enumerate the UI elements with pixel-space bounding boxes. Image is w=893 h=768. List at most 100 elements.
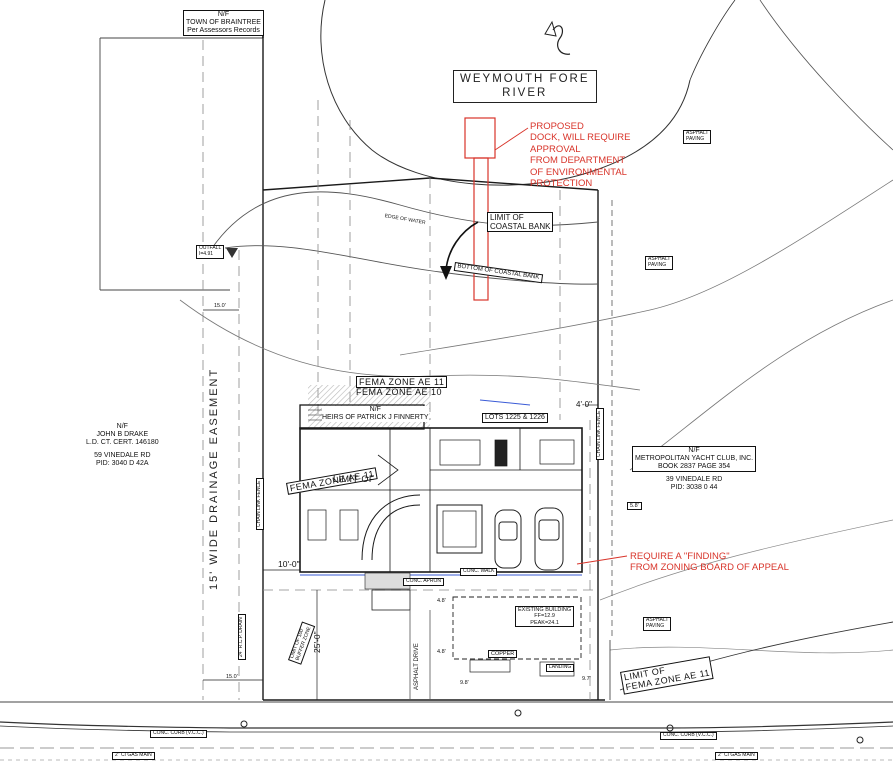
hydrant-icon <box>666 724 674 732</box>
paving-label: PAVING <box>646 622 665 629</box>
asphalt-label: ASPHALT <box>686 130 709 136</box>
shoreline <box>320 0 691 186</box>
dimension-label: 15.0' <box>226 674 238 680</box>
asphalt-label: ASPHALT <box>648 256 671 262</box>
abutter-drake: N/F JOHN B DRAKE L.D. CT. CERT. 146180 5… <box>86 423 159 468</box>
drive-label: DRIVE <box>414 643 420 662</box>
front-steps <box>371 589 411 611</box>
asphalt-paving-label: ASPHALT PAVING <box>683 130 712 144</box>
abutter-yacht-club: N/F METROPOLITAN YACHT CLUB, INC. BOOK 2… <box>632 446 757 492</box>
limit-coastal-bank-line1: LIMIT OF <box>490 213 524 222</box>
shore-contour <box>759 0 893 151</box>
asphalt-label: ASPHALT <box>414 663 420 690</box>
abutter-finnerty: N/F HEIRS OF PATRICK J FINNERTY <box>322 406 429 423</box>
finding-note-line: FROM ZONING BOARD OF APPEAL <box>630 562 789 574</box>
landing-label: LANDING <box>546 664 575 672</box>
car-icon <box>494 507 564 571</box>
existing-building <box>452 596 582 660</box>
drain-label: 24" R.C.P. DRAIN <box>238 614 246 660</box>
asphalt-drive-label: ASPHALT DRIVE <box>414 643 421 690</box>
copper-label: COPPER <box>488 650 518 659</box>
coastal-bank-arrow <box>445 221 479 271</box>
proposed-dock-walk <box>473 157 489 301</box>
abutter-pid: PID: 3038 0 44 <box>670 484 718 492</box>
abutter-note: Per Assessors Records <box>187 27 260 35</box>
river-label-line1: WEYMOUTH FORE <box>460 73 590 85</box>
existing-building-label: EXISTING BUILDING FF=12.9 PEAK=24.1 <box>515 606 575 627</box>
fema-zone-label: FEMA ZONE AE 11 <box>356 376 448 389</box>
abutter-cert: L.D. CT. CERT. 146180 <box>86 439 159 447</box>
dock-note-line: PROPOSED <box>530 121 584 132</box>
paving-label: PAVING <box>686 135 705 142</box>
paving-label: PAVING <box>648 261 667 268</box>
conc-pad-label: CONC. APRON <box>403 578 445 586</box>
contour-line <box>599 519 893 601</box>
limit-of-fema-label: LIMIT OF <box>333 474 375 484</box>
asphalt-paving-label: ASPHALT PAVING <box>643 617 672 631</box>
limit-of-label: LIMIT OF <box>333 474 375 484</box>
abutter-nf: N/F <box>369 406 381 413</box>
limit-coastal-bank-label: LIMIT OF COASTAL BANK <box>487 212 554 233</box>
existing-bldg-ff: FF=12.9 <box>534 613 555 620</box>
outfall-title: OUTFALL <box>199 245 222 251</box>
dock-note-line: APPROVAL <box>530 143 581 155</box>
dock-note-line: OF ENVIRONMENTAL <box>530 166 627 178</box>
dimension-label: 4.8' <box>437 598 446 604</box>
river-contour <box>689 0 736 81</box>
conc-curb-label: CONC. CURB (V.C.C.) <box>660 732 717 740</box>
abutter-book: BOOK 2837 PAGE 354 <box>657 463 731 471</box>
dimension-label: 25'-0" <box>312 631 322 653</box>
contour-line <box>399 179 893 356</box>
abutter-nf: N/F <box>688 447 700 454</box>
limit-coastal-bank-line2: COASTAL BANK <box>490 222 551 232</box>
dimension-label: 4'-0" <box>576 400 592 409</box>
dimension-label: 15.0' <box>214 303 226 309</box>
dimension-label: 9.7' <box>582 676 591 682</box>
abutter-name: METROPOLITAN YACHT CLUB, INC. <box>635 455 754 463</box>
dimension-marks <box>203 309 598 700</box>
coastal-bank-bottom <box>224 245 599 285</box>
gas-main-label: 2" CI GAS MAIN <box>715 752 758 760</box>
dock-note-line: PROTECTION <box>530 177 593 189</box>
drainage-easement-label: 15' WIDE DRAINAGE EASEMENT <box>208 367 220 590</box>
abutter-braintree: N/F TOWN OF BRAINTREE Per Assessors Reco… <box>183 10 264 37</box>
contour-line <box>609 646 893 654</box>
dimension-label: 4.8' <box>437 649 446 655</box>
abutter-pid: PID: 3040 D 42A <box>96 460 149 468</box>
fema-zone-label: FEMA ZONE AE 10 <box>356 387 443 397</box>
house-footprint <box>299 404 583 573</box>
outfall-label: OUTFALL I=4.91 <box>196 245 225 259</box>
chain-link-fence-label: CHAIN LINK FENCE <box>596 407 604 460</box>
gas-main-label: 2" CI GAS MAIN <box>112 752 155 760</box>
abutter-name: TOWN OF BRAINTREE <box>186 19 261 27</box>
finding-note-line: REQUIRE A "FINDING" <box>630 551 730 562</box>
lots-label: LOTS 1225 & 1226 <box>482 413 548 424</box>
property-line <box>262 35 605 701</box>
river-label: WEYMOUTH FORE RIVER <box>453 70 597 103</box>
outfall-invert: I=4.91 <box>199 250 214 257</box>
hydrant-icon <box>240 720 248 728</box>
north-arrow-icon <box>552 25 571 55</box>
asphalt-paving-label: ASPHALT PAVING <box>645 256 674 270</box>
dock-note-line: DOCK, WILL REQUIRE <box>530 132 631 144</box>
conc-walk-label: CONC. WALK <box>460 568 498 576</box>
existing-bldg-title: EXISTING BUILDING <box>518 607 572 613</box>
dimension-label: 5.8' <box>627 502 642 511</box>
abutter-address: 39 VINEDALE RD <box>665 476 723 484</box>
abutter-nf: N/F <box>217 11 230 18</box>
contour-line <box>629 299 893 471</box>
abutter-name: JOHN B DRAKE <box>96 431 149 439</box>
river-label-line2: RIVER <box>502 87 548 100</box>
abutter-nf: N/F <box>116 423 128 430</box>
dimension-label: 10'-0" <box>278 559 300 569</box>
hydrant-icon <box>514 709 522 717</box>
conc-curb-label: CONC. CURB (V.C.C.) <box>150 730 207 738</box>
existing-bldg-peak: PEAK=24.1 <box>530 619 559 626</box>
asphalt-label: ASPHALT <box>646 617 669 623</box>
dock-note-line: FROM DEPARTMENT <box>530 155 626 167</box>
proposed-dock <box>464 117 496 159</box>
finding-note: REQUIRE A "FINDING" FROM ZONING BOARD OF… <box>630 551 789 574</box>
finding-arrow <box>576 555 628 565</box>
dimension-label: 9.8' <box>460 680 469 686</box>
outfall-icon <box>226 248 238 258</box>
